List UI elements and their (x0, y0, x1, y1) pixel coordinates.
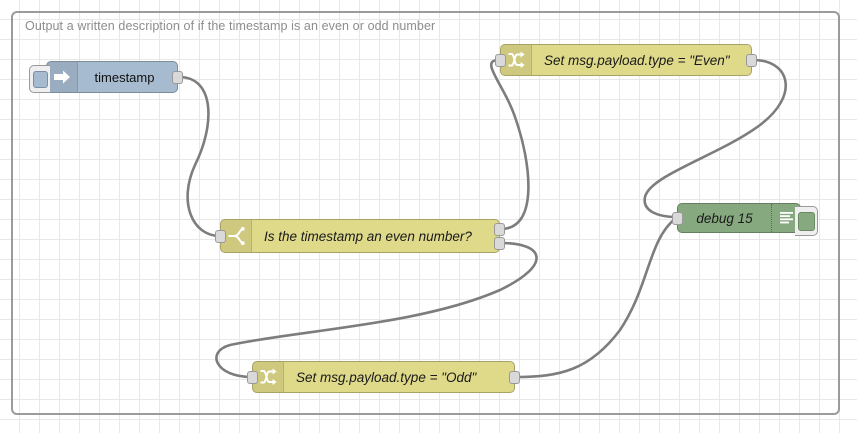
output-port[interactable] (172, 71, 183, 84)
inject-node-timestamp[interactable]: timestamp (29, 61, 183, 93)
debug-toggle-inner (797, 211, 815, 231)
change-node-label: Set msg.payload.type = "Odd" (296, 369, 477, 385)
input-port[interactable] (247, 371, 258, 384)
output-port-1[interactable] (494, 223, 505, 236)
shuffle-icon (501, 45, 532, 75)
inject-node-label: timestamp (94, 69, 155, 85)
output-port[interactable] (746, 54, 757, 67)
switch-node-label: Is the timestamp an even number? (264, 228, 472, 244)
debug-enable-toggle[interactable] (795, 206, 818, 236)
arrow-right-icon (47, 62, 78, 92)
switch-node-is-even[interactable]: Is the timestamp an even number? (215, 219, 505, 253)
input-port[interactable] (495, 54, 506, 67)
shuffle-icon (253, 362, 284, 392)
output-port[interactable] (509, 371, 520, 384)
change-node-set-even[interactable]: Set msg.payload.type = "Even" (495, 44, 757, 76)
debug-node-label: debug 15 (678, 204, 772, 232)
change-node-set-odd[interactable]: Set msg.payload.type = "Odd" (247, 361, 520, 393)
branch-icon (221, 220, 252, 252)
inject-trigger-button[interactable] (29, 65, 50, 93)
change-node-label: Set msg.payload.type = "Even" (544, 52, 730, 68)
input-port[interactable] (215, 230, 226, 243)
inject-button-inner (32, 70, 48, 88)
debug-lines-icon (772, 204, 800, 232)
group-label: Output a written description of if the t… (25, 19, 436, 33)
output-port-2[interactable] (494, 237, 505, 250)
input-port[interactable] (672, 212, 683, 225)
node-group-box[interactable]: Output a written description of if the t… (11, 11, 840, 415)
debug-node-15[interactable]: debug 15 (672, 203, 818, 236)
